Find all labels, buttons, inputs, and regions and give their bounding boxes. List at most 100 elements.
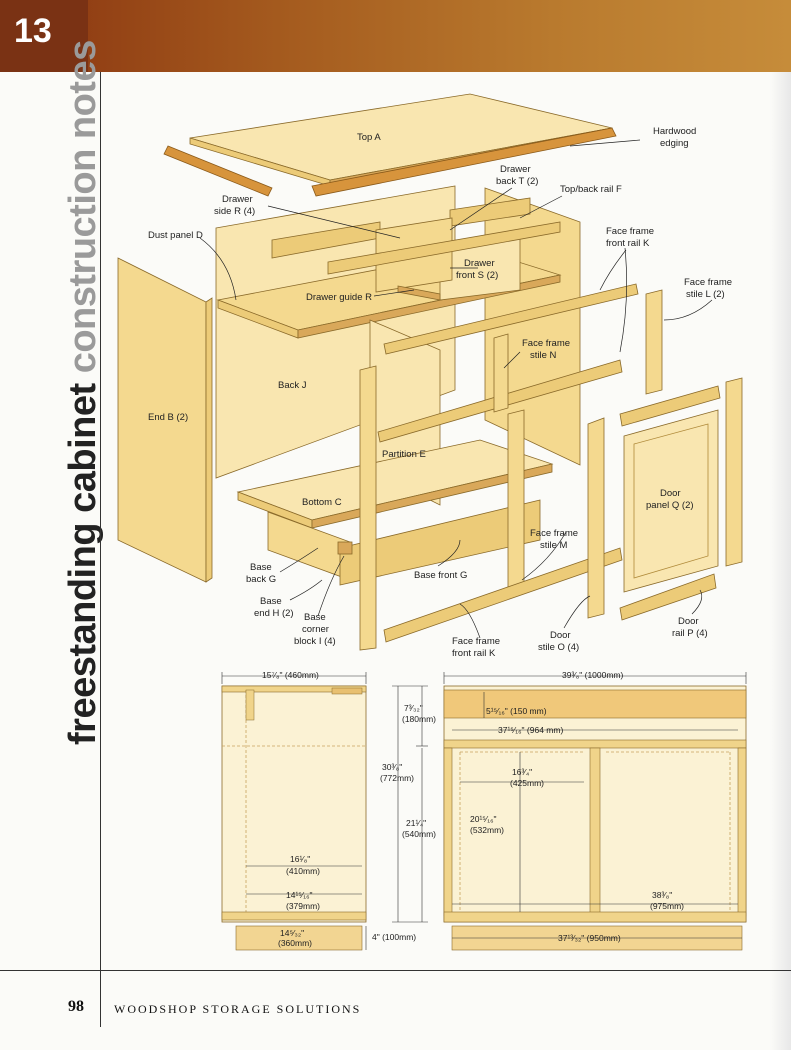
leader: [459, 603, 481, 639]
face-frame-stile-left: [359, 365, 377, 651]
label-ff-front-rail-k-2: front rail K: [606, 238, 650, 249]
door-panel-raised-field: [633, 423, 709, 579]
dim-front-door-w-a: 16³⁄₄": [512, 767, 532, 777]
base-corner-block: [337, 541, 353, 555]
drawer-guide-part: [397, 285, 441, 301]
chapter-number: 13: [14, 12, 52, 50]
door-stile-left: [587, 417, 605, 619]
sidebar-divider: [100, 72, 101, 1027]
top-back-rail-part: [327, 221, 561, 275]
label-back-j: Back J: [278, 380, 307, 391]
front-elevation-view: [443, 672, 747, 951]
dim-side-h-mid-1: 21¹⁄₄": [406, 818, 426, 828]
side-elevation-view: [221, 672, 428, 951]
dim-side-inner-1a: 16¹⁄₈": [290, 854, 310, 864]
label-ff-stile-m-1: Face frame: [530, 528, 578, 539]
leader: [521, 531, 567, 581]
leader: [279, 547, 319, 573]
face-frame-stile-l: [645, 289, 663, 395]
leader: [449, 187, 513, 231]
label-end-b: End B (2): [148, 412, 188, 423]
label-drawer-front-2: front S (2): [456, 270, 498, 281]
dim-side-h-total-2: (772mm): [380, 773, 414, 783]
end-b-edge: [205, 297, 213, 583]
label-base-end-1: Base: [260, 596, 282, 607]
label-base-end-2: end H (2): [254, 608, 294, 619]
label-ff-stile-m-2: stile M: [540, 540, 568, 551]
page-gutter-shadow: [770, 72, 791, 1050]
dim-side-h-top-1: 7³⁄₃₂": [404, 703, 423, 713]
label-ff-stile-l-2: stile L (2): [686, 289, 725, 300]
face-frame-rail-bottom: [383, 547, 623, 643]
leader: [437, 539, 461, 567]
leader: [519, 195, 563, 219]
label-top-a: Top A: [357, 132, 381, 143]
leader: [563, 595, 591, 629]
label-hardwood-edging-1: Hardwood: [653, 126, 696, 137]
leader: [503, 351, 521, 369]
label-ff-front-rail-k-1: Face frame: [606, 226, 654, 237]
face-frame-stile-n: [493, 333, 509, 413]
label-ff-rail-bottom-1: Face frame: [452, 636, 500, 647]
door-stile-right: [725, 377, 743, 567]
page-number: 98: [68, 998, 84, 1015]
dim-front-bottom-w: 38³⁄₈": [652, 890, 672, 900]
label-base-corner-1: Base: [304, 612, 326, 623]
label-base-front: Base front G: [414, 570, 467, 581]
dim-front-inner-w: 37¹⁵⁄₁₆" (964 mm): [498, 725, 563, 735]
book-title: WOODSHOP STORAGE SOLUTIONS: [114, 1002, 362, 1016]
dim-front-width: 39³⁄₈" (1000mm): [562, 670, 624, 680]
face-frame-rail-top: [383, 283, 639, 355]
label-ff-stile-n-2: stile N: [530, 350, 557, 361]
label-dust-panel: Dust panel D: [148, 230, 203, 241]
base-front-part: [339, 499, 541, 586]
label-drawer-guide: Drawer guide R: [306, 292, 372, 303]
label-door-stile-1: Door: [550, 630, 571, 641]
footer-divider: [100, 990, 101, 1020]
label-partition-e: Partition E: [382, 449, 426, 460]
door-rail-top: [619, 385, 721, 427]
footer-rule: [0, 970, 791, 971]
dim-side-h-top-2: (180mm): [402, 714, 436, 724]
leader: [691, 589, 703, 615]
label-ff-stile-l-1: Face frame: [684, 277, 732, 288]
door-rail-bottom: [619, 573, 717, 621]
label-base-back-1: Base: [250, 562, 272, 573]
label-drawer-back-2: back T (2): [496, 176, 538, 187]
dim-side-base-w-a: 14⁵⁄₃₂": [280, 928, 304, 938]
label-drawer-side-2: side R (4): [214, 206, 255, 217]
hardwood-edging-left: [163, 145, 273, 197]
label-ff-stile-n-1: Face frame: [522, 338, 570, 349]
sidebar: [0, 72, 100, 1050]
dim-front-door-h-a: 20¹⁵⁄₁₆": [470, 814, 497, 824]
label-hardwood-edging-2: edging: [660, 138, 689, 149]
label-top-back-rail: Top/back rail F: [560, 184, 622, 195]
dim-front-door-w-b: (425mm): [510, 778, 544, 788]
label-drawer-back-1: Drawer: [500, 164, 531, 175]
hardwood-edging-right: [311, 127, 617, 197]
label-bottom-c: Bottom C: [302, 497, 342, 508]
label-door-panel-1: Door: [660, 488, 681, 499]
dim-side-h-mid-2: (540mm): [402, 829, 436, 839]
label-base-corner-2: corner: [302, 624, 329, 635]
dim-side-base-w-b: (360mm): [278, 938, 312, 948]
chapter-number-box: 13: [0, 0, 88, 72]
chapter-header-bar: [0, 0, 791, 72]
dim-front-door-h-b: (532mm): [470, 825, 504, 835]
dim-side-h-total-1: 30³⁄₈": [382, 762, 402, 772]
label-base-back-2: back G: [246, 574, 276, 585]
dim-side-inner-1b: (410mm): [286, 866, 320, 876]
leader: [663, 299, 713, 321]
label-drawer-side-1: Drawer: [222, 194, 253, 205]
dim-front-bottom-w-mm: (975mm): [650, 901, 684, 911]
leader: [373, 289, 415, 297]
dim-front-base-w: 37¹³⁄₃₂" (950mm): [558, 933, 621, 943]
label-base-corner-3: block I (4): [294, 636, 336, 647]
leader: [599, 249, 627, 291]
door-panel-part: [623, 409, 719, 593]
dim-side-inner-2a: 14¹⁵⁄₁₆": [286, 890, 313, 900]
leader: [199, 237, 237, 301]
leader: [267, 205, 401, 239]
